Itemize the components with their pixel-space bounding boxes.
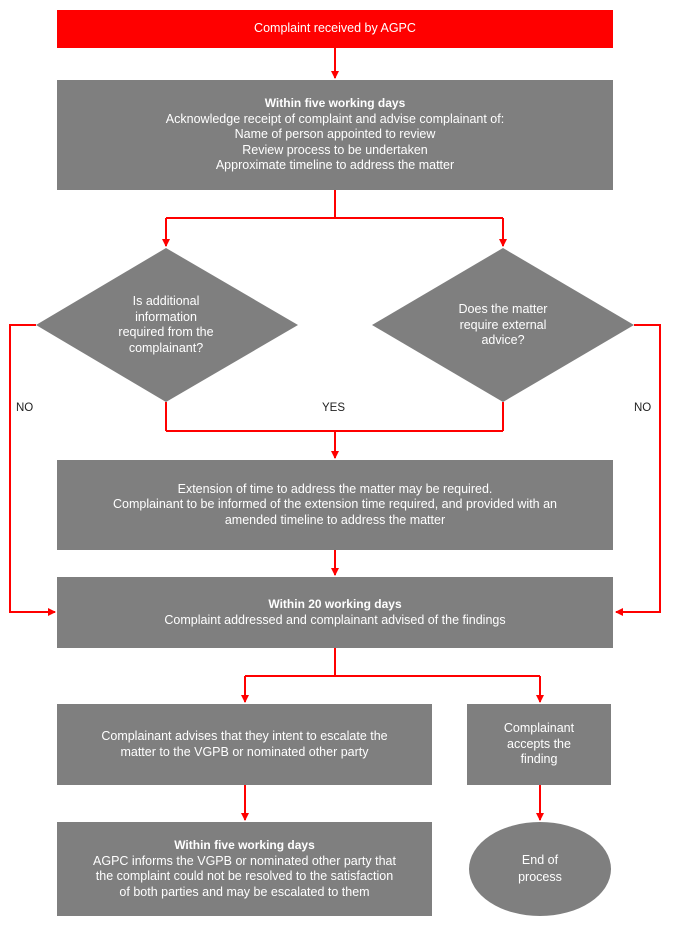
inform-line: of both parties and may be escalated to … xyxy=(119,884,370,899)
escalate-box: Complainant advises that they intent to … xyxy=(57,704,432,785)
end-line: process xyxy=(518,870,562,884)
extension-line: amended timeline to address the matter xyxy=(224,512,446,527)
acknowledge-box: Within five working days Acknowledge rec… xyxy=(57,80,613,190)
extension-line: Extension of time to address the matter … xyxy=(177,481,493,496)
addressed-line: Complaint addressed and complainant advi… xyxy=(164,612,506,627)
acknowledge-line: Name of person appointed to review xyxy=(234,127,436,142)
arrow-no-left xyxy=(9,324,56,616)
escalate-line: Complainant advises that they intent to … xyxy=(101,729,388,743)
start-box: Complaint received by AGPC xyxy=(57,10,613,48)
inform-line: AGPC informs the VGPB or nominated other… xyxy=(93,853,396,868)
inform-box: Within five working days AGPC informs th… xyxy=(57,822,432,916)
decision-advice-line: Does the matter xyxy=(458,302,548,316)
decision-info-line: information xyxy=(135,309,197,324)
addressed-box: Within 20 working days Complaint address… xyxy=(57,577,613,648)
acknowledge-line: Approximate timeline to address the matt… xyxy=(215,158,455,173)
accepts-line: accepts the xyxy=(507,736,571,751)
decision-info-line: Is additional xyxy=(132,294,200,308)
label-no-left: NO xyxy=(16,402,34,414)
decision-info-diamond xyxy=(36,248,298,402)
accepts-box: Complainant accepts the finding xyxy=(467,704,611,785)
decision-info-text: Is additional information required from … xyxy=(86,294,246,356)
addressed-heading: Within 20 working days xyxy=(268,597,402,611)
decision-advice-line: advice? xyxy=(481,333,525,347)
acknowledge-line: Review process to be undertaken xyxy=(242,142,428,157)
start-text: Complaint received by AGPC xyxy=(254,21,416,36)
inform-line: the complaint could not be resolved to t… xyxy=(95,869,394,883)
accepts-line: finding xyxy=(520,752,558,767)
decision-advice-line: require external xyxy=(459,317,547,332)
extension-line: Complainant to be informed of the extens… xyxy=(112,497,557,512)
acknowledge-line: Acknowledge receipt of complaint and adv… xyxy=(165,111,505,126)
accepts-line: Complainant xyxy=(503,721,575,736)
inform-heading: Within five working days xyxy=(174,838,315,852)
end-line: End of xyxy=(521,853,559,867)
decision-advice-diamond xyxy=(372,248,634,402)
end-circle: End of process xyxy=(469,822,611,916)
decision-info-line: required from the xyxy=(118,325,214,339)
decision-info-line: complainant? xyxy=(128,340,204,355)
extension-box: Extension of time to address the matter … xyxy=(57,460,613,550)
decision-advice-text: Does the matter require external advice? xyxy=(423,302,583,349)
arrow-no-right xyxy=(615,324,661,616)
label-yes: YES xyxy=(322,402,346,414)
acknowledge-heading: Within five working days xyxy=(264,96,406,111)
escalate-line: matter to the VGPB or nominated other pa… xyxy=(120,744,369,759)
label-no-right: NO xyxy=(634,402,652,414)
